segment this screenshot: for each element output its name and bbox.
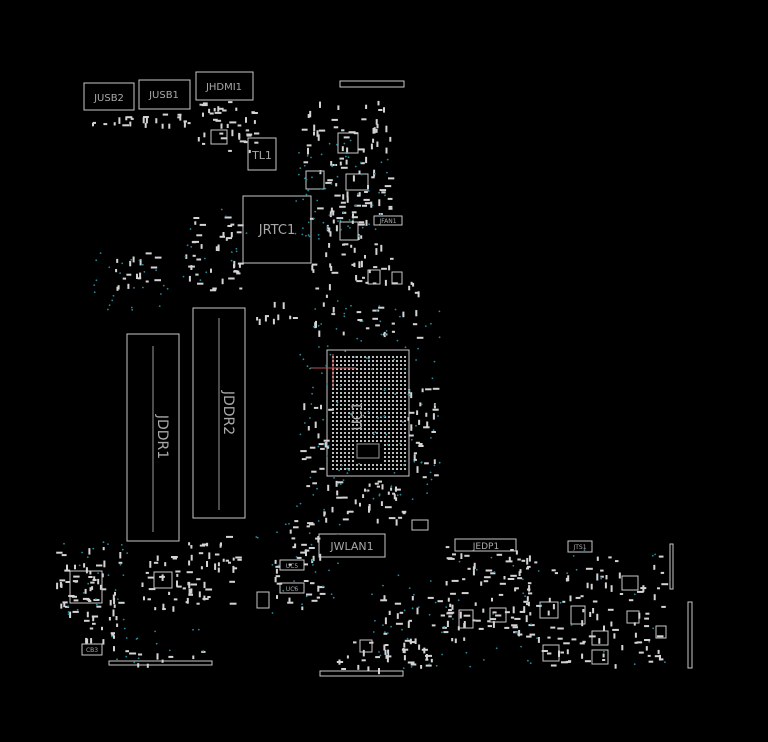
connector-jts1[interactable]: JTS1 bbox=[567, 540, 593, 553]
ic-package bbox=[153, 571, 173, 589]
slot-jddr2[interactable]: JDDR2 bbox=[192, 307, 246, 519]
connector-right-strip-2 bbox=[669, 543, 674, 590]
component-tl1[interactable]: TL1 bbox=[247, 137, 277, 171]
ic-package bbox=[591, 649, 609, 665]
ic-package bbox=[655, 625, 667, 639]
ic-package bbox=[591, 630, 609, 646]
label-jusb2: JUSB2 bbox=[93, 93, 124, 104]
vias bbox=[63, 139, 666, 669]
label-jrtc1: JRTC1 bbox=[258, 223, 295, 238]
ic-package bbox=[539, 601, 559, 619]
label-jhdmi1: JHDMI1 bbox=[205, 82, 242, 93]
slot-jddr1[interactable]: JDDR1 bbox=[126, 333, 180, 542]
component-pads bbox=[56, 100, 669, 675]
ic-package bbox=[210, 129, 228, 145]
connector-jhdmi1[interactable]: JHDMI1 bbox=[195, 71, 254, 101]
label-uc5: UC5 bbox=[286, 563, 299, 570]
component-cb3[interactable]: CB3 bbox=[81, 643, 103, 656]
label-jddr2: JDDR2 bbox=[220, 390, 236, 435]
ic-package bbox=[458, 609, 474, 629]
label-jddr1: JDDR1 bbox=[154, 414, 170, 459]
connector-jusb2[interactable]: JUSB2 bbox=[83, 82, 135, 111]
component-jrtc1[interactable]: JRTC1 bbox=[242, 195, 312, 264]
label-jusb1: JUSB1 bbox=[148, 90, 179, 101]
label-uc1: UC1 bbox=[350, 402, 366, 431]
ic-package bbox=[256, 591, 270, 609]
component-uc6[interactable]: UC6 bbox=[279, 582, 305, 594]
label-uc6: UC6 bbox=[286, 586, 299, 593]
connector-jfan1[interactable]: JFAN1 bbox=[373, 215, 403, 226]
connector-jusb1[interactable]: JUSB1 bbox=[138, 79, 191, 110]
label-jedp1: JEDP1 bbox=[472, 542, 499, 552]
connector-right-strip bbox=[687, 601, 693, 669]
label-tl1: TL1 bbox=[251, 149, 272, 162]
label-jfan1: JFAN1 bbox=[378, 218, 396, 225]
ic-package bbox=[411, 519, 429, 531]
label-cb3: CB3 bbox=[86, 647, 98, 654]
connector-jwlan1[interactable]: JWLAN1 bbox=[318, 533, 386, 558]
uc1-ball-grid bbox=[332, 356, 406, 470]
ic-package bbox=[621, 575, 639, 591]
ic-package bbox=[359, 639, 373, 653]
connector-bottom-left-strip bbox=[108, 660, 213, 666]
ic-package bbox=[489, 607, 507, 623]
ic-package bbox=[345, 173, 369, 191]
connector-top-strip bbox=[339, 80, 405, 88]
label-jwlan1: JWLAN1 bbox=[329, 540, 373, 553]
ic-package bbox=[626, 610, 640, 624]
connector-bottom-strip bbox=[319, 670, 404, 677]
label-jts1: JTS1 bbox=[572, 544, 586, 551]
component-uc5[interactable]: UC5 bbox=[279, 559, 305, 571]
connector-jedp1[interactable]: JEDP1 bbox=[454, 538, 517, 552]
ic-package bbox=[339, 221, 359, 241]
component-uc1[interactable]: UC1 bbox=[310, 349, 410, 477]
ic-package bbox=[570, 605, 586, 625]
ic-package bbox=[391, 271, 403, 285]
